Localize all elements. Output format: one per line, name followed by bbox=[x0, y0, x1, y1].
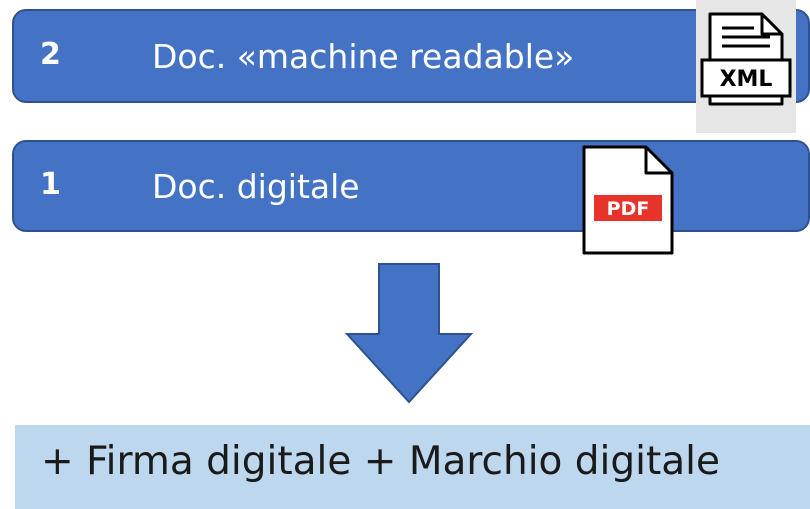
step-1-number: 1 bbox=[40, 167, 61, 202]
pdf-icon-text: PDF bbox=[607, 198, 650, 220]
down-arrow-icon bbox=[344, 262, 474, 404]
step-2-label: Doc. «machine readable» bbox=[152, 37, 575, 76]
step-2-number: 2 bbox=[40, 37, 61, 72]
result-label: + Firma digitale + Marchio digitale bbox=[41, 439, 720, 484]
pdf-file-icon: PDF bbox=[580, 143, 676, 257]
xml-file-icon: XML bbox=[696, 0, 796, 133]
xml-icon-text: XML bbox=[720, 67, 773, 92]
result-box: + Firma digitale + Marchio digitale bbox=[15, 425, 810, 509]
step-1-label: Doc. digitale bbox=[152, 167, 360, 206]
step-2-bar: 2 Doc. «machine readable» bbox=[12, 9, 810, 103]
step-1-bar: 1 Doc. digitale bbox=[12, 140, 810, 232]
